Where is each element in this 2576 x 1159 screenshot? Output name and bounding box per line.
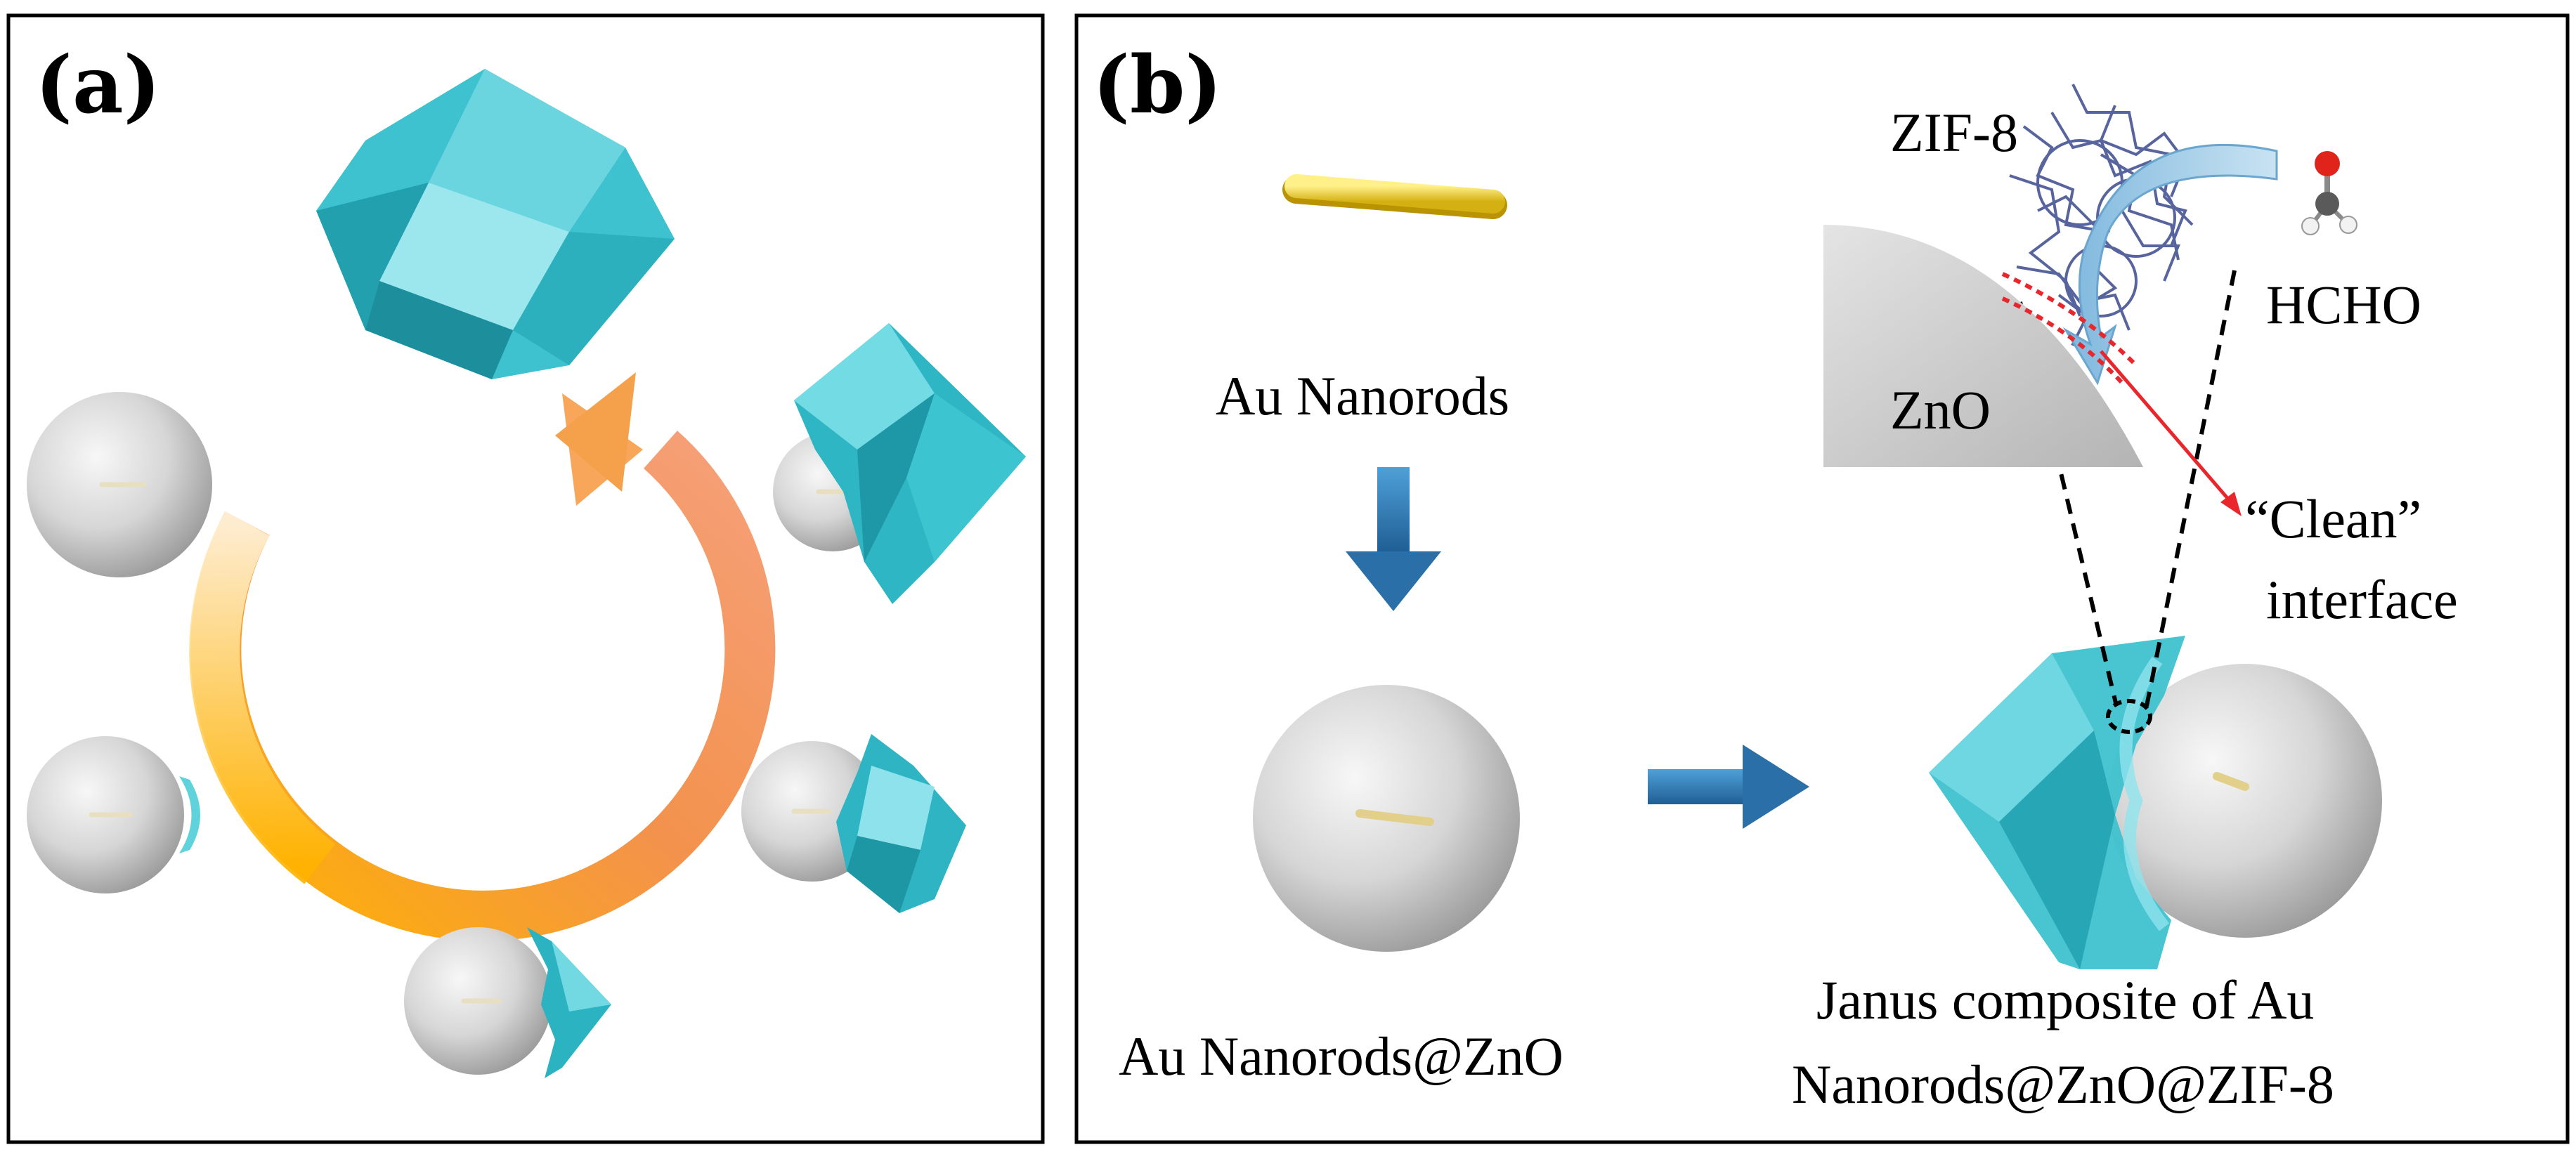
- zno-sphere-4: [741, 734, 966, 913]
- hcho-label: HCHO: [2266, 274, 2421, 335]
- janus-label-line1: Janus composite of Au: [1816, 969, 2314, 1030]
- au-nanorod: [1282, 174, 1507, 219]
- interface-inset: [1823, 84, 2357, 516]
- au-nanorods-label: Au Nanorods: [1216, 365, 1509, 426]
- au-nanorods-zno-label: Au Nanorods@ZnO: [1119, 1026, 1563, 1087]
- right-arrow: [1648, 745, 1809, 829]
- zno-sphere-5: [773, 323, 1026, 604]
- zif8-label: ZIF-8: [1890, 102, 2018, 163]
- zno-label: ZnO: [1890, 379, 1991, 440]
- interface-label: interface: [2266, 569, 2458, 630]
- janus-label-line2: Nanorods@ZnO@ZIF-8: [1792, 1054, 2334, 1115]
- panel-a-label: (a): [35, 39, 161, 131]
- down-arrow: [1346, 467, 1441, 611]
- zno-sphere-2: [27, 736, 200, 893]
- janus-composite: [1929, 636, 2382, 969]
- zno-sphere-1: [27, 392, 212, 577]
- au-zno-sphere: [1253, 685, 1520, 952]
- zoom-line-left: [2018, 301, 2119, 707]
- adsorption-arrow: [2062, 143, 2278, 386]
- zif8-crystal-large: [316, 69, 675, 379]
- clean-label: “Clean”: [2245, 488, 2421, 549]
- hcho-molecule-icon: [2301, 151, 2357, 235]
- cycle-arrow-head: [555, 372, 636, 492]
- panel-b-label: (b): [1093, 39, 1222, 131]
- zno-sphere-3: [404, 927, 611, 1078]
